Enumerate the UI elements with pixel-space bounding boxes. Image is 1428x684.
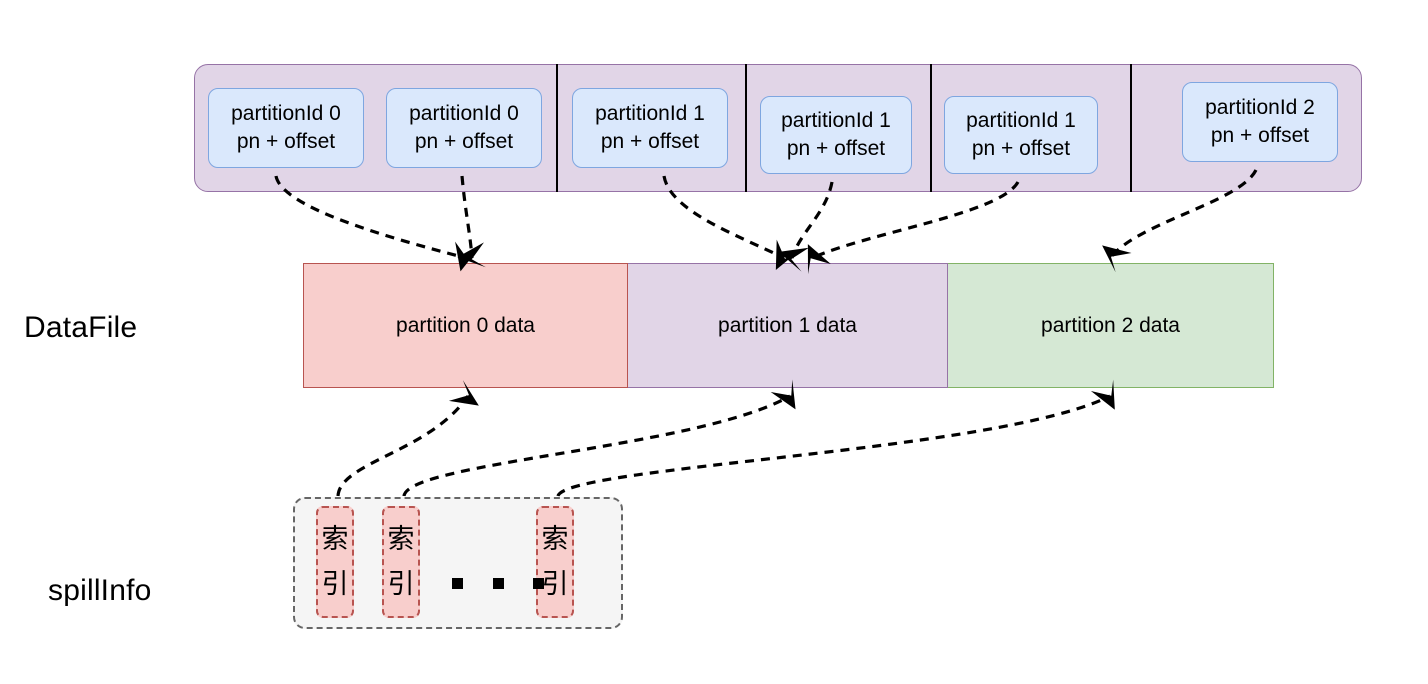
record-card-4-partition: partitionId 1 xyxy=(966,109,1076,133)
row-label-spillinfo: spillInfo xyxy=(48,574,152,607)
record-card-0-offset: pn + offset xyxy=(236,130,336,153)
arrow-card4-to-partition1 xyxy=(807,181,1020,275)
spill-index-item-0-char-bottom: 引 xyxy=(321,569,349,600)
spill-index-item-1-char-bottom: 引 xyxy=(387,569,415,600)
arrow-spill0-to-partition0 xyxy=(336,380,479,497)
record-card-1[interactable]: partitionId 0 pn + offset xyxy=(386,88,542,168)
record-card-2[interactable]: partitionId 1 pn + offset xyxy=(572,88,728,168)
record-card-5[interactable]: partitionId 2 pn + offset xyxy=(1182,82,1338,162)
record-divider-1 xyxy=(556,64,558,192)
record-card-2-offset: pn + offset xyxy=(600,130,700,153)
arrow-spill1-to-partition1 xyxy=(402,379,796,497)
ellipsis-dot-1 xyxy=(452,578,463,589)
datafile-row: partition 0 data partition 1 data partit… xyxy=(303,263,1274,388)
spill-index-item-0-char-top: 索 xyxy=(321,524,349,555)
record-card-1-offset: pn + offset xyxy=(414,130,514,153)
row-label-datafile: DataFile xyxy=(24,311,138,344)
record-divider-3 xyxy=(930,64,932,192)
record-card-4[interactable]: partitionId 1 pn + offset xyxy=(944,96,1098,174)
record-card-3-offset: pn + offset xyxy=(786,137,886,160)
record-card-0[interactable]: partitionId 0 pn + offset xyxy=(208,88,364,168)
ellipsis-dot-2 xyxy=(492,578,504,589)
record-card-3-partition: partitionId 1 xyxy=(781,109,891,133)
partition-block-0[interactable]: partition 0 data xyxy=(303,263,628,388)
spill-index-item-2-char-top: 索 xyxy=(541,524,569,555)
spill-index-item-1[interactable]: 索 引 xyxy=(382,506,420,618)
spill-index-item-2-char-bottom: 引 xyxy=(541,569,569,600)
record-card-5-offset: pn + offset xyxy=(1210,124,1310,147)
partition-block-1[interactable]: partition 1 data xyxy=(628,263,948,388)
record-card-3[interactable]: partitionId 1 pn + offset xyxy=(760,96,912,174)
partition-block-2[interactable]: partition 2 data xyxy=(948,263,1274,388)
record-card-4-offset: pn + offset xyxy=(971,137,1071,160)
spill-index-item-1-char-top: 索 xyxy=(387,524,415,555)
spill-index-item-2[interactable]: 索 引 xyxy=(536,506,574,618)
spill-ellipsis xyxy=(452,578,544,589)
record-card-2-partition: partitionId 1 xyxy=(595,102,705,126)
ellipsis-dot-3 xyxy=(533,578,544,589)
arrow-card3-to-partition1 xyxy=(778,181,834,272)
record-divider-4 xyxy=(1130,64,1132,192)
record-divider-2 xyxy=(745,64,747,192)
record-card-1-partition: partitionId 0 xyxy=(409,102,519,126)
record-card-5-partition: partitionId 2 xyxy=(1205,96,1315,120)
spill-index-item-0[interactable]: 索 引 xyxy=(316,506,354,618)
arrow-spill2-to-partition2 xyxy=(556,379,1115,497)
record-card-0-partition: partitionId 0 xyxy=(231,102,341,126)
